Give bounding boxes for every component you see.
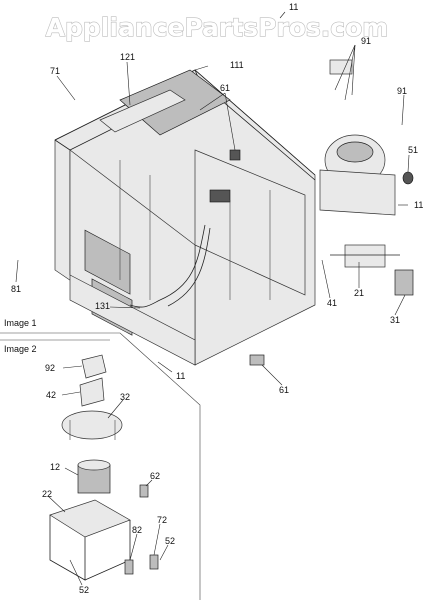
- cabinet-right-panel: [194, 149, 306, 296]
- wire-harness: [129, 224, 206, 308]
- callout-121: 121: [120, 52, 135, 62]
- callout-42: 42: [46, 390, 56, 400]
- callout-51: 51: [408, 145, 418, 155]
- callout-11-top: 11: [289, 2, 298, 12]
- callout-131: 131: [95, 301, 110, 311]
- lower-clip-part: [249, 354, 265, 366]
- knob-part: [402, 171, 414, 185]
- clip-part-82: [124, 559, 134, 575]
- callout-92: 92: [45, 363, 55, 373]
- callout-11-right: 11: [414, 200, 423, 210]
- callout-61-upper: 61: [220, 83, 230, 93]
- shaft-assembly: [344, 244, 386, 268]
- section-label-image2: Image 2: [4, 344, 37, 354]
- callout-31: 31: [390, 315, 400, 325]
- callout-12: 12: [50, 462, 60, 472]
- callout-11-bottom: 11: [176, 371, 185, 381]
- bracket-part-92: [81, 354, 107, 379]
- callout-61-lower: 61: [279, 385, 289, 395]
- callout-52-right: 52: [165, 536, 175, 546]
- site-watermark: AppliancePartsPros.com: [46, 13, 389, 42]
- small-clip: [229, 149, 241, 161]
- callout-81: 81: [11, 284, 21, 294]
- connector-block: [209, 189, 231, 203]
- screw-part-62: [139, 484, 149, 498]
- callout-91-top: 91: [361, 36, 371, 46]
- callout-21: 21: [354, 288, 364, 298]
- callout-numbers: 11 91 121 111 71 61 91 51 11 81 41 21 13…: [11, 2, 423, 595]
- callout-82: 82: [132, 525, 142, 535]
- callout-52-bottom: 52: [79, 585, 89, 595]
- callout-72: 72: [157, 515, 167, 525]
- callout-62: 62: [150, 471, 160, 481]
- top-bracket-part: [329, 59, 353, 75]
- base-plate-part-22: [49, 499, 131, 538]
- mounting-bracket: [319, 169, 396, 216]
- right-bracket-part: [394, 269, 414, 296]
- main-cabinet-assembly: [54, 69, 316, 366]
- callout-22: 22: [42, 489, 52, 499]
- clip-part-42: [79, 377, 105, 407]
- callout-91-right: 91: [397, 86, 407, 96]
- clip-part-72: [149, 554, 159, 570]
- image1-border: [0, 332, 201, 600]
- fan-assembly-exploded: [49, 354, 159, 581]
- section-label-image1: Image 1: [4, 318, 37, 328]
- callout-111: 111: [230, 60, 244, 70]
- callout-leaders: [15, 11, 410, 586]
- callout-71: 71: [50, 66, 60, 76]
- callout-41: 41: [327, 298, 337, 308]
- callout-32: 32: [120, 392, 130, 402]
- fan-blade-part-32: [61, 410, 123, 440]
- upper-relay-board: [84, 229, 131, 295]
